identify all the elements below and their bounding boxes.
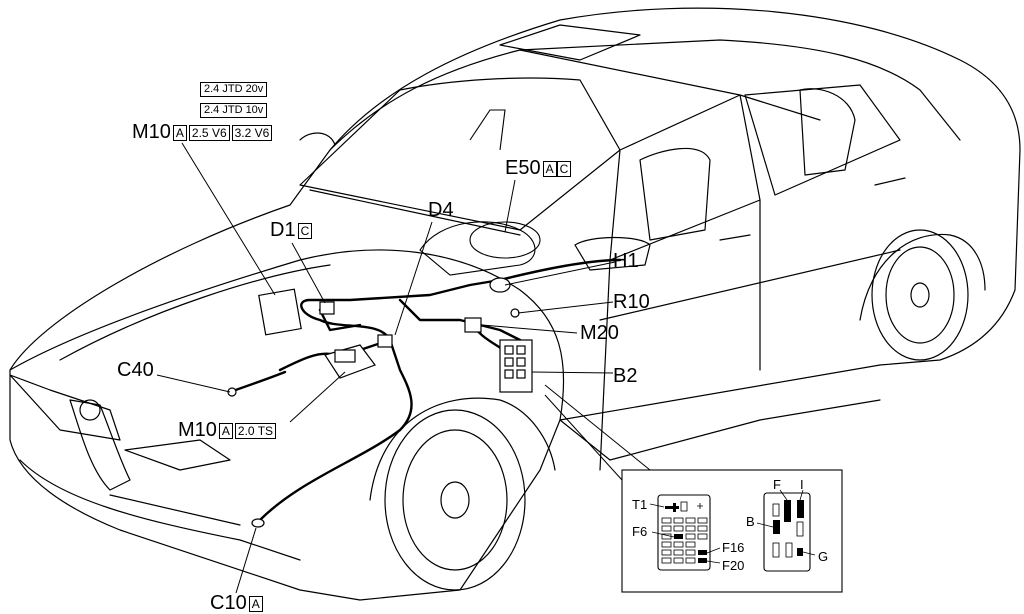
- inset-label-f16: F16: [722, 540, 745, 555]
- label-m10-top-box: A: [172, 124, 187, 141]
- inset-label-f20: F20: [722, 558, 745, 573]
- fusebox-inset: [621, 469, 843, 593]
- label-d1-text: D1: [270, 219, 296, 241]
- label-m10-bottom-text: M10: [178, 419, 217, 441]
- label-e50-box-a: A: [542, 160, 557, 177]
- inset-label-f6: F6: [632, 524, 648, 539]
- label-h1: H1: [613, 250, 639, 272]
- sensor-h1: [489, 277, 511, 293]
- label-r10: R10: [613, 291, 650, 313]
- sensor-r10: [510, 308, 520, 318]
- ecu-m10: [258, 288, 302, 336]
- label-c10-box: A: [248, 595, 263, 612]
- inset-label-b: B: [746, 514, 755, 529]
- label-d1-box: C: [297, 222, 313, 239]
- label-c10-text: C10: [210, 592, 247, 614]
- harness-main: [258, 278, 502, 522]
- label-d4: D4: [428, 199, 454, 221]
- engine-tag-25v6: 2.5 V6: [188, 124, 230, 141]
- inset-label-i: I: [800, 477, 804, 492]
- engine-tag-20ts: 2.0 TS: [234, 422, 277, 439]
- module-m20: [464, 317, 482, 333]
- label-m20: M20: [580, 322, 619, 344]
- engine-tag-32v6: 3.2 V6: [231, 124, 273, 141]
- inset-label-f: F: [773, 477, 781, 492]
- label-m10-top-text: M10: [132, 121, 171, 143]
- inset-label-g: G: [818, 549, 829, 564]
- sensor-c10: [251, 518, 265, 528]
- label-m10-bottom-box: A: [218, 422, 233, 439]
- label-c40: C40: [117, 359, 154, 381]
- engine-tag-24jtd10v: 2.4 JTD 10v: [200, 103, 268, 118]
- engine-tag-24jtd20v: 2.4 JTD 20v: [200, 82, 268, 97]
- label-e50-box-c: C: [556, 160, 572, 177]
- connector-d1: [319, 301, 335, 315]
- label-e50-text: E50: [505, 157, 541, 179]
- label-b2: B2: [613, 365, 638, 387]
- inset-label-t1: T1: [632, 497, 648, 512]
